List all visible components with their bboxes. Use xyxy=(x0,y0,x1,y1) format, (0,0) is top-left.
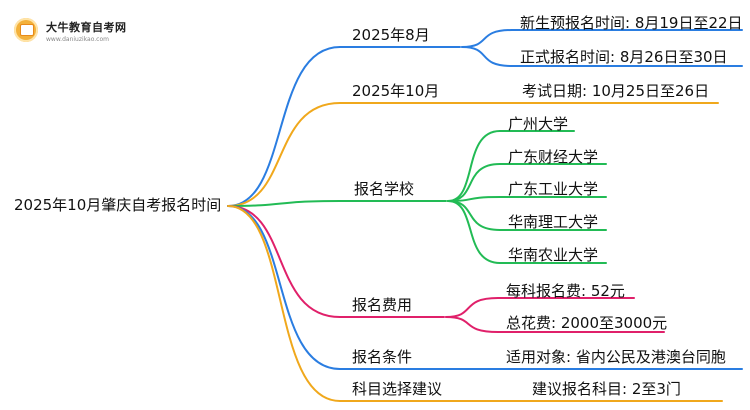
site-logo: 大牛教育自考网 www.daniuzikao.com xyxy=(8,14,138,48)
leaf-connector xyxy=(447,163,501,202)
leaf-connector xyxy=(445,316,499,333)
leaf-label: 每科报名费: 52元 xyxy=(506,282,625,300)
leaf-connector xyxy=(461,29,513,48)
branch-connector xyxy=(227,46,341,207)
book-icon xyxy=(20,24,34,36)
branch-label: 2025年10月 xyxy=(352,82,440,100)
leaf-connector xyxy=(447,200,501,231)
branch-connector xyxy=(227,102,341,207)
root-topic: 2025年10月肇庆自考报名时间 xyxy=(14,196,222,214)
leaf-connector xyxy=(445,297,499,318)
leaf-label: 广东工业大学 xyxy=(508,180,599,198)
leaf-label: 华南理工大学 xyxy=(508,213,599,231)
leaf-label: 适用对象: 省内公民及港澳台同胞 xyxy=(506,348,726,366)
leaf-connector xyxy=(447,200,501,264)
branch-label: 2025年8月 xyxy=(352,26,430,44)
logo-url: www.daniuzikao.com xyxy=(46,36,109,43)
leaf-label: 建议报名科目: 2至3门 xyxy=(532,380,681,398)
branch-connector xyxy=(227,200,341,207)
leaf-label: 考试日期: 10月25日至26日 xyxy=(522,82,710,100)
leaf-label: 广东财经大学 xyxy=(508,148,599,166)
leaf-connector xyxy=(461,46,513,67)
branch-connector xyxy=(227,205,341,318)
leaf-connector xyxy=(447,130,501,202)
leaf-label: 正式报名时间: 8月26日至30日 xyxy=(520,48,728,66)
leaf-label: 总花费: 2000至3000元 xyxy=(506,314,668,332)
branch-label: 报名费用 xyxy=(352,296,413,314)
branch-connector xyxy=(227,205,341,402)
leaf-label: 华南农业大学 xyxy=(508,246,599,264)
branch-connector xyxy=(227,205,341,370)
branch-label: 科目选择建议 xyxy=(352,380,443,398)
leaf-label: 广州大学 xyxy=(508,115,569,133)
leaf-label: 新生预报名时间: 8月19日至22日 xyxy=(520,14,743,32)
branch-label: 报名条件 xyxy=(352,348,413,366)
branch-label: 报名学校 xyxy=(354,180,415,198)
logo-title: 大牛教育自考网 xyxy=(46,21,127,34)
